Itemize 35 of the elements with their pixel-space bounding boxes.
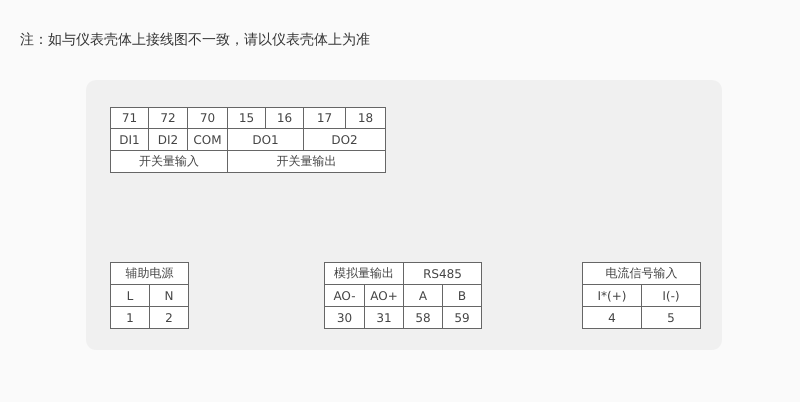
table-cell: 2 xyxy=(149,306,189,329)
table-cell: DO1 xyxy=(227,128,304,151)
table-cell: 31 xyxy=(364,306,404,329)
table-cell: 70 xyxy=(187,107,228,129)
table-cell: 71 xyxy=(110,107,149,129)
table-cell: 辅助电源 xyxy=(110,262,189,285)
table-cell: 15 xyxy=(227,107,266,129)
table-cell: N xyxy=(149,284,189,307)
table-cell: 30 xyxy=(324,306,365,329)
table-cell: 电流信号输入 xyxy=(582,262,701,285)
table-cell: B xyxy=(442,284,482,307)
table-cell: AO- xyxy=(324,284,365,307)
table-cell: DO2 xyxy=(303,128,386,151)
table-cell: 58 xyxy=(403,306,443,329)
table-cell: 5 xyxy=(641,306,701,329)
table-cell: I(-) xyxy=(641,284,701,307)
table-cell: 模拟量输出 xyxy=(324,262,404,285)
table-cell: 59 xyxy=(442,306,482,329)
table-cell: 72 xyxy=(148,107,188,129)
table-cell: DI1 xyxy=(110,128,149,151)
note-text: 注：如与仪表壳体上接线图不一致，请以仪表壳体上为准 xyxy=(20,31,370,49)
table-cell: I*(+) xyxy=(582,284,642,307)
table-cell: L xyxy=(110,284,150,307)
table-cell: 开关量输出 xyxy=(227,150,386,173)
table-cell: RS485 xyxy=(403,262,482,285)
table-cell: AO+ xyxy=(364,284,404,307)
table-cell: 18 xyxy=(345,107,386,129)
table-cell: A xyxy=(403,284,443,307)
table-cell: DI2 xyxy=(148,128,188,151)
table-cell: 开关量输入 xyxy=(110,150,228,173)
table-cell: 4 xyxy=(582,306,642,329)
table-cell: 17 xyxy=(303,107,346,129)
table-cell: 1 xyxy=(110,306,150,329)
table-cell: COM xyxy=(187,128,228,151)
table-cell: 16 xyxy=(265,107,304,129)
